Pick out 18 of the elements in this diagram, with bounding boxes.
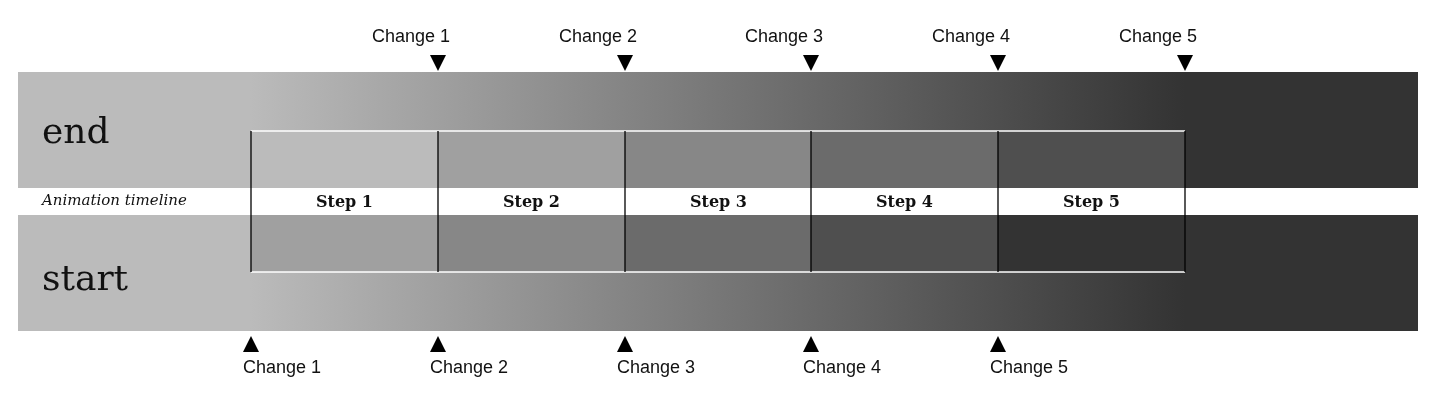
node-label: Step 2 — [502, 192, 560, 211]
change-label: Change 1 — [371, 26, 450, 47]
change-label: Change 3 — [617, 357, 696, 378]
change-label: Change 2 — [430, 357, 509, 378]
node-label: Step 4 — [875, 192, 933, 211]
change-label: Change 5 — [990, 357, 1069, 378]
band-label: start — [42, 257, 129, 298]
change-label: Change 2 — [558, 26, 637, 47]
change-label: Change 1 — [243, 357, 322, 378]
timeline-label: Animation timeline — [42, 191, 187, 209]
node-label: Step 3 — [689, 192, 747, 211]
change-label: Change 4 — [803, 357, 882, 378]
band-label: end — [42, 110, 110, 151]
change-label: Change 3 — [744, 26, 823, 47]
node-label: Step 5 — [1062, 192, 1120, 211]
node-label: Step 1 — [315, 192, 373, 211]
change-label: Change 4 — [931, 26, 1010, 47]
change-label: Change 5 — [1118, 26, 1197, 47]
